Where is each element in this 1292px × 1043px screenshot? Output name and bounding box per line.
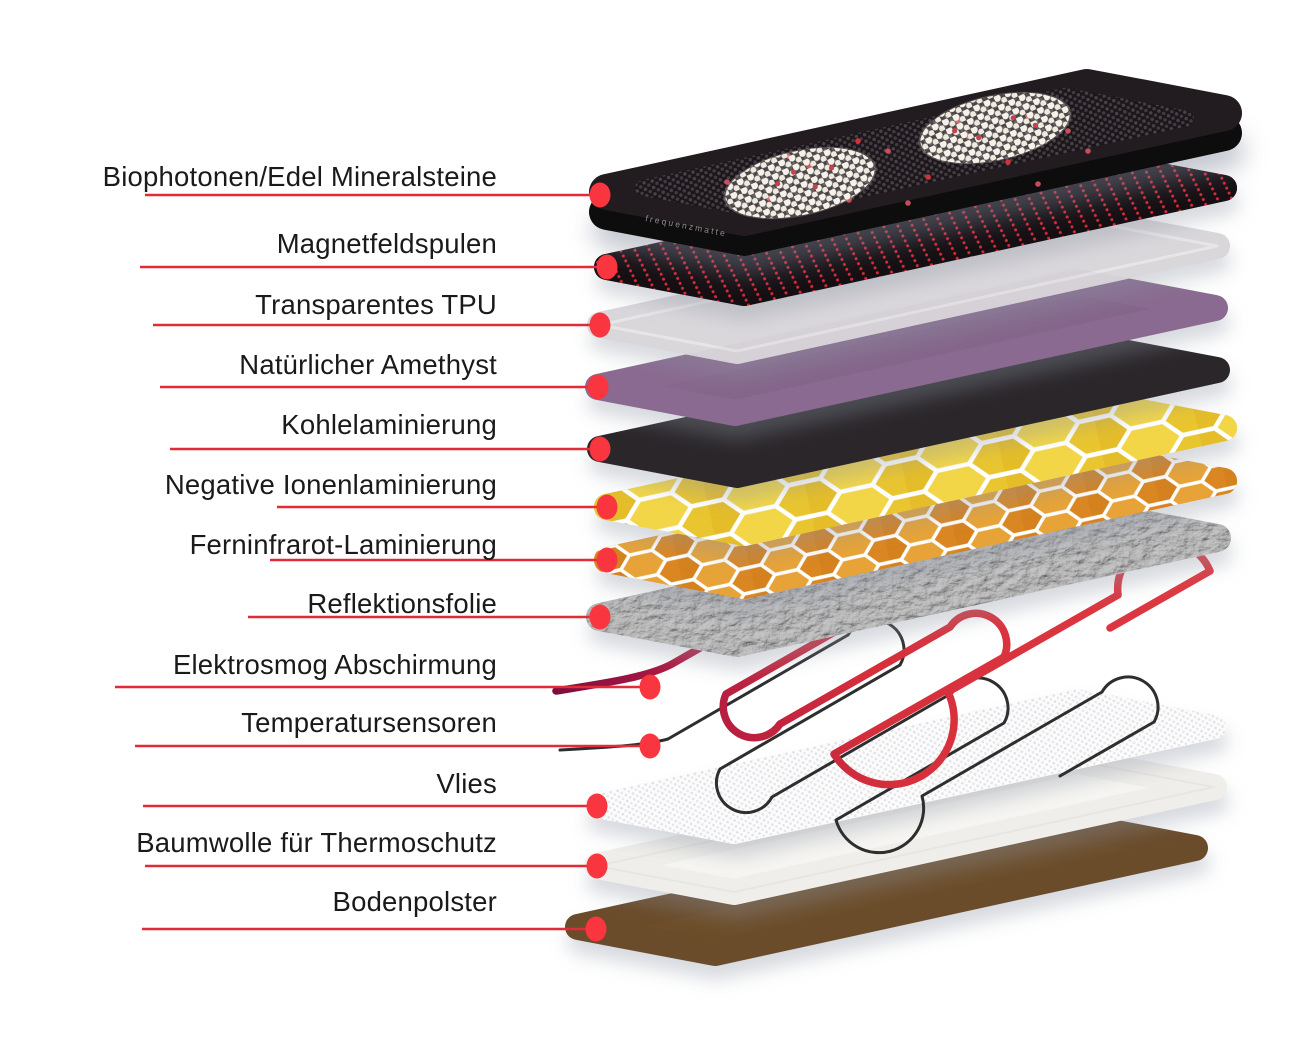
label-biophotonen: Biophotonen/Edel Mineralsteine — [103, 161, 497, 192]
layer-labels: Biophotonen/Edel Mineralsteine Magnetfel… — [103, 161, 497, 917]
label-ferninfrarot: Ferninfrarot-Laminierung — [190, 529, 497, 560]
label-kohle: Kohlelaminierung — [281, 409, 497, 440]
connector-dot — [639, 733, 661, 759]
label-magnetfeldspulen: Magnetfeldspulen — [277, 228, 497, 259]
connector-dot — [596, 547, 618, 573]
connector-dot — [586, 793, 608, 819]
connector-dot — [596, 494, 618, 520]
layer-biophotonen-mat: frequenzmatte — [607, 79, 1224, 238]
label-temperatursensoren: Temperatursensoren — [241, 707, 497, 738]
connector-dot — [596, 254, 618, 280]
connector-dot — [589, 312, 611, 338]
label-amethyst: Natürlicher Amethyst — [239, 349, 497, 380]
connector-dot — [589, 604, 611, 630]
label-bodenpolster: Bodenpolster — [333, 886, 497, 917]
label-tpu: Transparentes TPU — [255, 289, 497, 320]
mineral-cluster-right — [918, 91, 1072, 165]
label-negative-ionen: Negative Ionenlaminierung — [165, 469, 497, 500]
connector-dot — [589, 182, 611, 208]
connector-dot — [589, 436, 611, 462]
connector-dot — [585, 916, 607, 942]
label-baumwolle: Baumwolle für Thermoschutz — [136, 827, 497, 858]
label-elektrosmog: Elektrosmog Abschirmung — [173, 649, 497, 680]
connector-dots — [585, 182, 661, 942]
connector-dot — [586, 853, 608, 879]
connector-dot — [587, 374, 609, 400]
label-reflektionsfolie: Reflektionsfolie — [307, 588, 497, 619]
connector-dot — [639, 674, 661, 700]
label-vlies: Vlies — [436, 768, 497, 799]
mineral-cluster-left — [723, 146, 877, 220]
connector-lines — [115, 193, 646, 931]
